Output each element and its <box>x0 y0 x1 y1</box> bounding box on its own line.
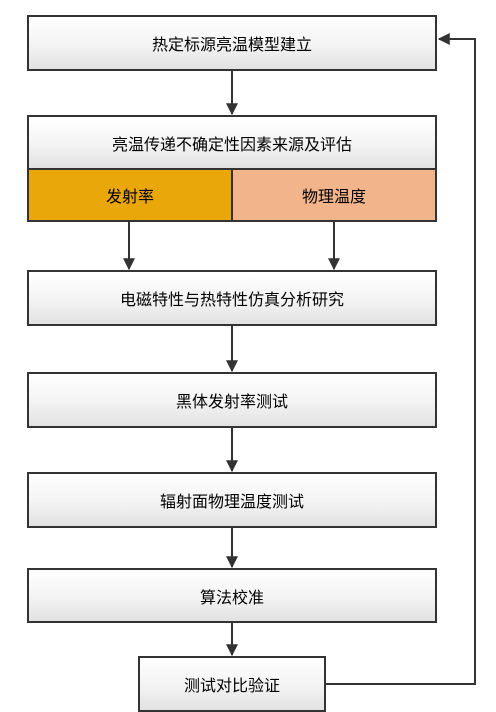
node-uncertainty: 亮温传递不确定性因素来源及评估 <box>27 115 437 170</box>
node-model-build-label: 热定标源亮温模型建立 <box>151 35 312 54</box>
node-simulation: 电磁特性与热特性仿真分析研究 <box>27 270 437 326</box>
node-uncertainty-label: 亮温传递不确定性因素来源及评估 <box>111 134 352 154</box>
node-calibration: 算法校准 <box>27 568 437 623</box>
node-verification-label: 测试对比验证 <box>183 676 280 695</box>
node-surface-temp-test-label: 辐射面物理温度测试 <box>159 492 304 511</box>
node-emissivity: 发射率 <box>27 168 233 222</box>
node-physical-temp-label: 物理温度 <box>301 187 366 206</box>
node-verification: 测试对比验证 <box>138 656 326 712</box>
node-physical-temp: 物理温度 <box>231 168 437 222</box>
node-surface-temp-test: 辐射面物理温度测试 <box>27 472 437 528</box>
node-emissivity-label: 发射率 <box>105 187 154 206</box>
node-calibration-label: 算法校准 <box>199 587 264 607</box>
node-blackbody-test: 黑体发射率测试 <box>27 372 437 428</box>
node-model-build: 热定标源亮温模型建立 <box>27 15 437 71</box>
node-simulation-label: 电磁特性与热特性仿真分析研究 <box>119 290 344 309</box>
feedback-arrow <box>326 33 476 685</box>
node-blackbody-test-label: 黑体发射率测试 <box>175 392 288 411</box>
